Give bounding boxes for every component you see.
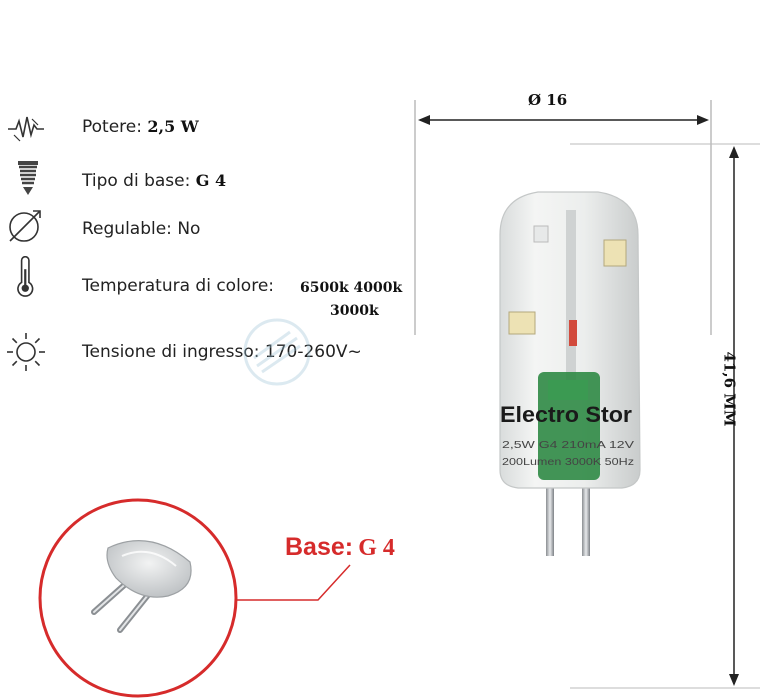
power-wave-icon <box>8 116 44 142</box>
spec-color-temperature: Temperatura di colore: <box>0 256 430 302</box>
led-chip <box>508 311 536 335</box>
base-callout-key: Base: <box>285 533 354 561</box>
base-type-label: Tipo di base: <box>82 171 191 191</box>
color-temp-label: Temperatura di colore: <box>82 276 275 296</box>
bulb-pin-right <box>582 470 590 556</box>
bulb-brand-text: Electro Stor <box>500 402 632 427</box>
base-callout-circle <box>38 498 238 698</box>
led-chip <box>603 239 627 267</box>
spec-base-type: Tipo di base: G 4 <box>0 157 430 201</box>
bulb-spec-line-2: 200Lumen 3000K 50Hz <box>502 457 634 468</box>
color-temp-values-2: 3000k <box>330 303 379 319</box>
bulb-body: Electro Stor 2,5W G4 210mA 12V 200Lumen … <box>499 191 641 489</box>
dimmer-dial-icon <box>9 210 41 242</box>
bulb-pin-left <box>546 470 554 556</box>
sun-icon <box>7 333 45 371</box>
power-value: 2,5 W <box>147 117 199 136</box>
watermark-logo <box>243 318 311 386</box>
diameter-dimension <box>414 100 712 335</box>
bulb-base-icon <box>18 161 38 195</box>
power-label: Potere: <box>82 117 142 137</box>
base-callout <box>38 498 351 698</box>
bulb-spec-line-1: 2,5W G4 210mA 12V <box>502 440 634 451</box>
base-callout-value: G 4 <box>358 535 395 561</box>
base-callout-label: Base: G 4 <box>285 533 395 562</box>
input-voltage-label: Tensione di ingresso: 170-260V~ <box>82 342 362 362</box>
color-temp-values-1: 6500k 4000k <box>300 280 403 296</box>
diameter-label: Ø 16 <box>528 91 568 109</box>
height-dimension <box>570 143 760 689</box>
spec-input-voltage: Tensione di ingresso: 170-260V~ <box>0 330 430 374</box>
spec-power: Potere: 2,5 W <box>0 105 430 149</box>
base-type-value: G 4 <box>195 171 227 190</box>
height-label: 41,6 MM <box>720 351 739 427</box>
dimmable-label: Regulable: No <box>82 219 201 239</box>
thermometer-icon <box>17 256 34 297</box>
spec-dimmable: Regulable: No <box>0 205 430 249</box>
